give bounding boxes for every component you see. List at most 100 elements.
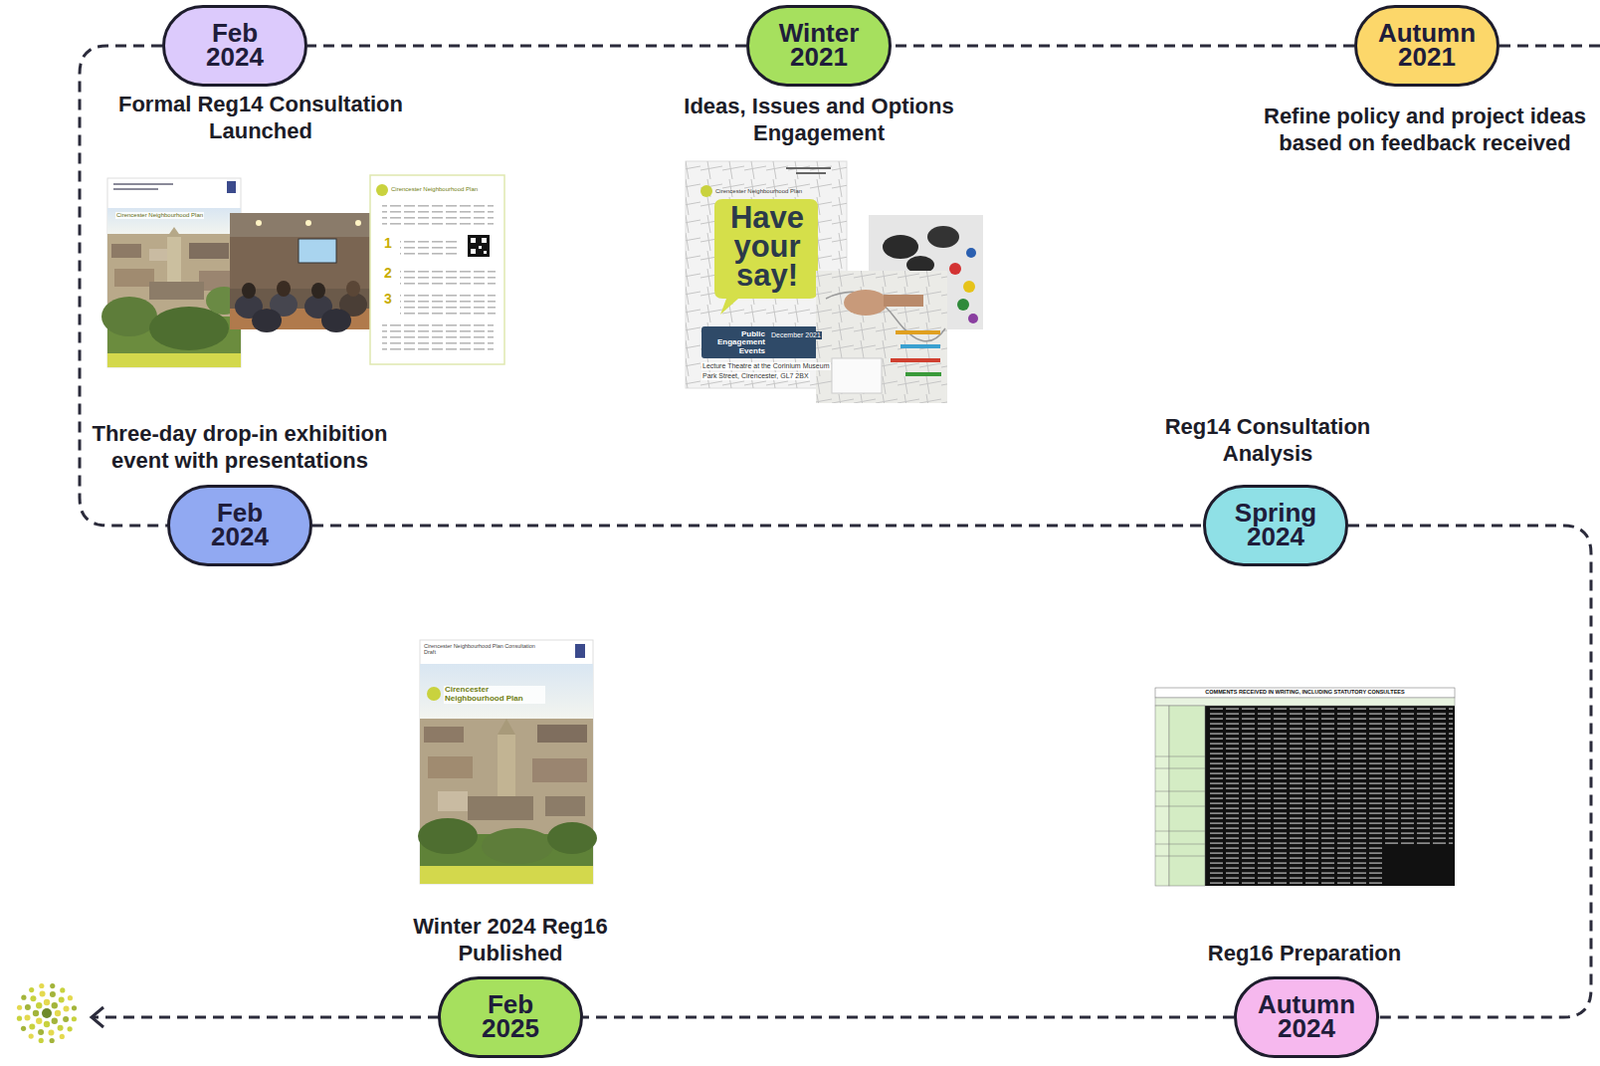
timeline-connector [307, 44, 747, 48]
cover-photo-part [107, 178, 241, 368]
step-number: 2 [384, 264, 393, 282]
meeting-photo-part [251, 308, 282, 333]
logo-dot [24, 1003, 31, 1010]
poster-logo-text: Cirencester Neighbourhood Plan [715, 188, 802, 196]
reg16-cover-part [419, 663, 594, 721]
comments-table-part [1207, 707, 1383, 884]
logo-dot [67, 995, 73, 1000]
meeting-photo-part [229, 212, 386, 330]
reg16-cover-part [545, 796, 586, 816]
leaflet-part [400, 266, 496, 287]
logo-dot [62, 1015, 69, 1022]
milestone-caption: Reg14 Consultation Analysis [1133, 413, 1402, 468]
timeline-pill: Autumn 2021Refine policy and project ide… [1354, 4, 1500, 87]
reg16-cover-part [417, 817, 478, 854]
map-photo [815, 270, 948, 403]
date-label: Feb 2025 [481, 993, 540, 1041]
map-photo-part [900, 344, 941, 349]
meeting-photo-part [276, 280, 291, 297]
cover-photo-part [101, 296, 158, 337]
logo-dot [49, 991, 56, 998]
poster-headline: Have your say! [722, 203, 812, 290]
reg16-cover-part [537, 724, 588, 743]
reg16-cover-part [419, 865, 594, 884]
cover-photo-part [107, 233, 241, 358]
logo-dot [28, 1023, 35, 1030]
reg16-cover-part [547, 821, 598, 854]
cover-photo-part [107, 353, 241, 368]
comments-table-part [1155, 687, 1455, 698]
timeline-connector [312, 524, 1203, 528]
cover-photo-part [226, 181, 236, 194]
milestone-caption: Refine policy and project ideas based on… [1260, 103, 1590, 158]
leaflet [370, 175, 505, 365]
comments-table-part [1385, 707, 1453, 847]
reg16-cover-part [497, 734, 516, 804]
milestone-caption: Ideas, Issues and Options Engagement [639, 93, 999, 148]
logo-dot [20, 995, 26, 1000]
comments-table-part [1155, 687, 1455, 886]
leaflet-part [481, 237, 487, 243]
meeting-photo-part [346, 280, 361, 297]
table-header: COMMENTS RECEIVED IN WRITING, INCLUDING … [1157, 688, 1453, 696]
leaflet-part [470, 248, 476, 254]
map-photo-part [883, 294, 924, 307]
map-photo-part [890, 358, 941, 363]
dots-photo-part [957, 298, 970, 311]
cover-photo-part [149, 281, 204, 300]
logo-dot [71, 1015, 77, 1021]
logo-dot [71, 1004, 77, 1010]
logo-dot [59, 1033, 65, 1039]
logo-dot [59, 987, 65, 993]
timeline-pill: Feb 2024Three-day drop-in exhibition eve… [167, 484, 313, 567]
cover-top-text: Cirencester Neighbourhood Plan Consultat… [423, 642, 544, 656]
reg16-cover-part [423, 726, 464, 743]
timeline-pill: Feb 2024Formal Reg14 Consultation Launch… [162, 4, 308, 87]
plan-logo [16, 983, 77, 1043]
map-photo-part [905, 372, 942, 377]
dots-photo-part [963, 280, 976, 293]
timeline-line-part [91, 1006, 104, 1027]
logo-dot [43, 1020, 50, 1027]
map-photo-part [815, 270, 948, 403]
cover-photo-part [113, 188, 159, 191]
logo-dot [28, 987, 34, 993]
milestone-caption: Reg16 Preparation [1175, 940, 1434, 968]
meeting-photo-part [321, 308, 352, 333]
cover-logo-text: Cirencester Neighbourhood Plan [115, 211, 204, 219]
reg16-cover-part [575, 643, 586, 658]
logo-dot [47, 1029, 54, 1036]
logo-dot [16, 1004, 22, 1010]
logo-dot [57, 1024, 64, 1031]
logo-dot [37, 1028, 44, 1035]
leaflet-part [400, 236, 460, 259]
timeline-connector [583, 1015, 1234, 1019]
logo-dot [58, 996, 65, 1002]
logo-dot [41, 1007, 52, 1018]
comments-table-part [1155, 756, 1205, 856]
date-label: Winter 2021 [779, 21, 860, 70]
reg16-cover-part [426, 686, 441, 701]
poster-part [796, 172, 826, 175]
cover-photo-part [167, 236, 182, 282]
comments-table-part [1155, 697, 1455, 706]
step-number: 3 [384, 290, 393, 308]
milestone-caption: Formal Reg14 Consultation Launched [91, 91, 430, 146]
logo-dot [49, 983, 55, 989]
meeting-photo-part [241, 282, 256, 299]
dots-photo-part [949, 262, 962, 275]
meeting-photo-part [305, 219, 312, 226]
logo-dot [49, 1037, 55, 1043]
leaflet-title: Cirencester Neighbourhood Plan [391, 186, 478, 194]
leaflet-part [467, 234, 490, 257]
leaflet-part [370, 175, 505, 365]
step-number: 1 [384, 234, 393, 252]
map-photo-part [895, 330, 941, 335]
logo-dot [35, 1001, 42, 1008]
logo-dot [39, 990, 46, 997]
milestone-caption: Three-day drop-in exhibition event with … [90, 420, 390, 475]
dots-photo-part [968, 313, 979, 324]
logo-dot [16, 1015, 22, 1021]
meeting-photo-part [255, 219, 262, 226]
